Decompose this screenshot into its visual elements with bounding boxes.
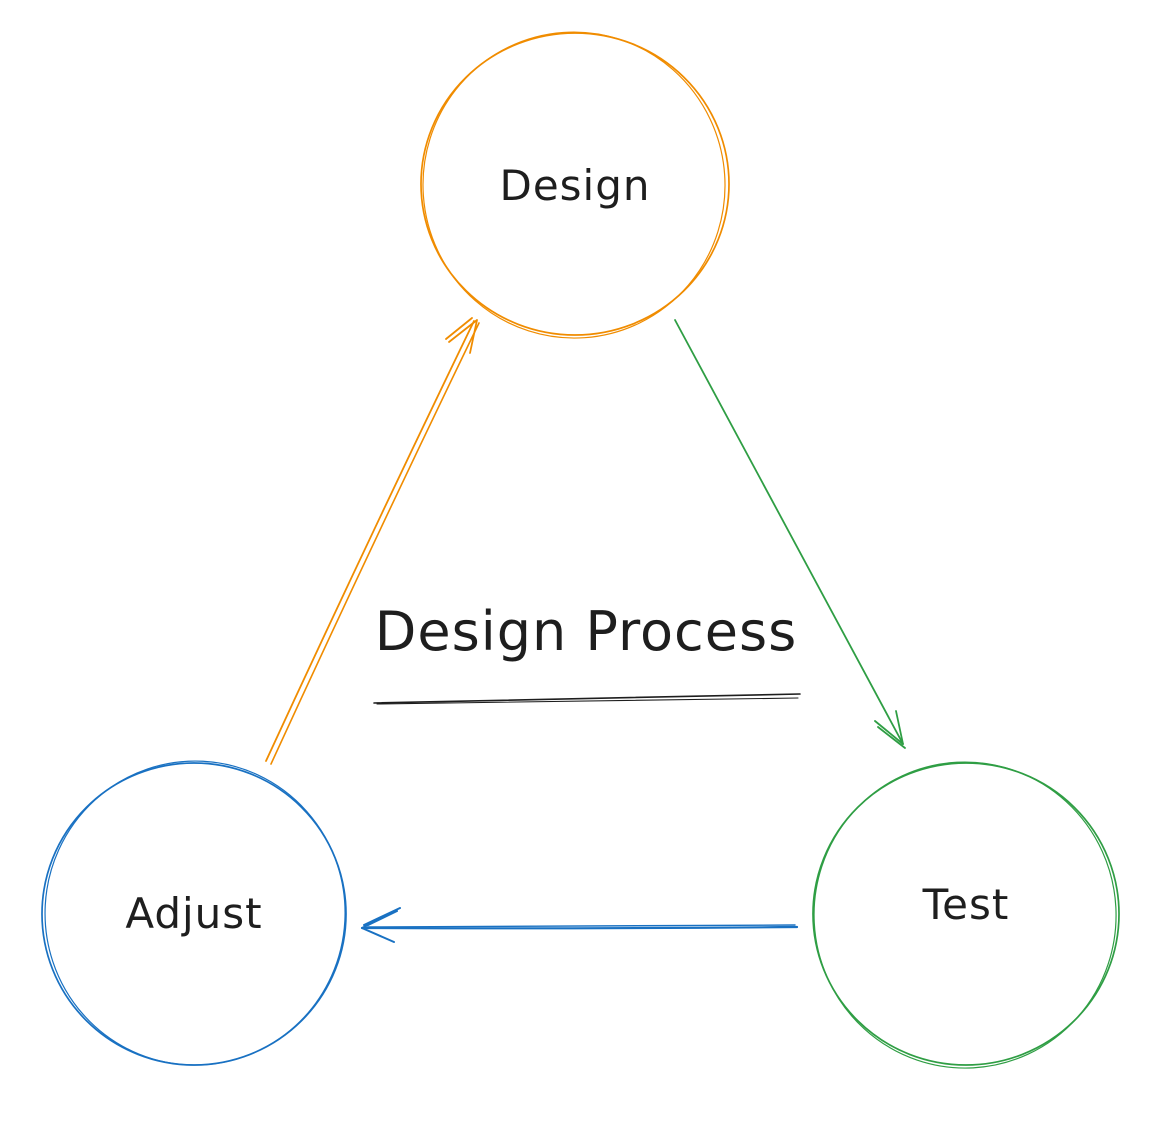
edge-design-to-test[interactable] [674, 319, 906, 749]
edge-shaft [265, 320, 475, 762]
node-design[interactable]: Design [413, 22, 736, 348]
arrowhead-icon [874, 710, 906, 749]
node-circle [812, 762, 1120, 1066]
title-underline-sketch [376, 697, 799, 705]
edge-shaft [360, 925, 799, 930]
diagram-title[interactable]: Design Process [373, 600, 801, 705]
edge-shaft-sketch [367, 924, 796, 928]
edge-adjust-to-design[interactable] [265, 317, 480, 765]
edge-test-to-adjust[interactable] [360, 907, 799, 943]
edge-shaft [674, 319, 904, 745]
node-label-design: Design [499, 161, 650, 210]
node-test[interactable]: Test [806, 754, 1124, 1075]
title-underline [373, 693, 801, 704]
node-circle [420, 32, 730, 336]
node-circle-sketch [44, 760, 346, 1066]
arrowhead-icon [445, 317, 478, 354]
diagram-title-text: Design Process [375, 600, 797, 663]
edge-shaft-sketch [270, 322, 480, 765]
node-label-test: Test [922, 880, 1010, 929]
arrowhead-icon [361, 907, 401, 943]
node-circle-sketch [813, 761, 1117, 1069]
node-circle-sketch [422, 31, 726, 339]
node-adjust[interactable]: Adjust [37, 753, 352, 1072]
node-label-adjust: Adjust [125, 889, 262, 938]
